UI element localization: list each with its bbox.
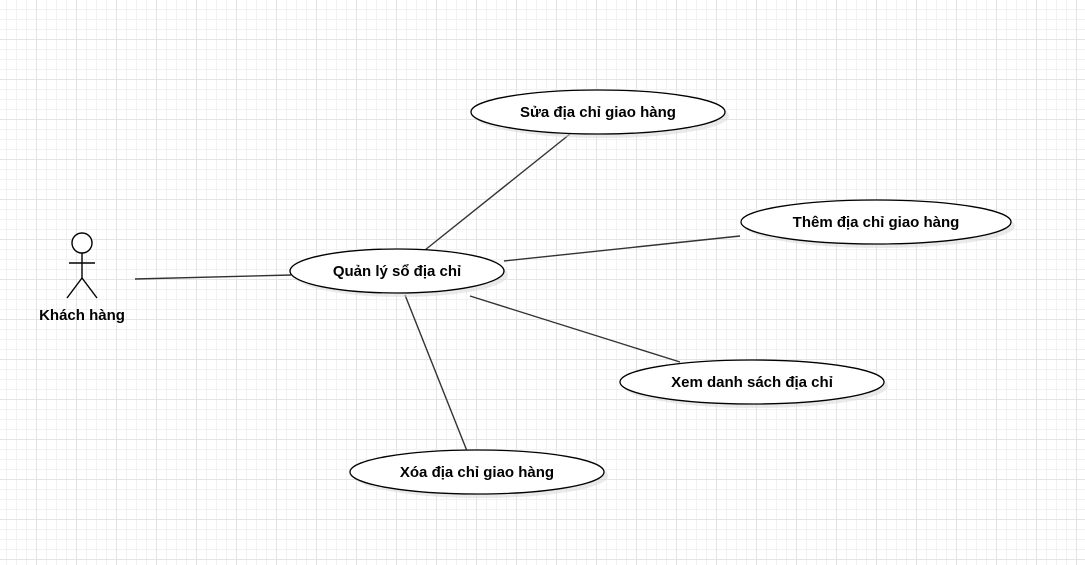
use-case-label: Xem danh sách địa chỉ [671, 374, 833, 391]
use-case-ellipse [289, 248, 505, 294]
use-case-ellipse [470, 89, 726, 135]
association-actor-main[interactable] [134, 274, 292, 280]
use-case-ellipse [740, 199, 1012, 245]
use-case-quan-ly-so-dia-chi[interactable]: Quản lý sổ địa chỉ [289, 248, 508, 297]
use-case-label: Quản lý sổ địa chỉ [333, 263, 461, 280]
use-case-label: Xóa địa chỉ giao hàng [400, 464, 554, 481]
association-main-edit[interactable] [424, 133, 571, 251]
association-main-add[interactable] [503, 235, 741, 262]
use-case-xoa-dia-chi-giao-hang[interactable]: Xóa địa chỉ giao hàng [349, 449, 608, 498]
use-case-label: Sửa địa chỉ giao hàng [520, 104, 676, 121]
use-case-ellipse [349, 449, 605, 495]
association-main-delete[interactable] [404, 294, 468, 452]
use-case-label: Thêm địa chỉ giao hàng [793, 214, 960, 231]
use-case-ellipse [619, 359, 885, 405]
use-case-sua-dia-chi-giao-hang[interactable]: Sửa địa chỉ giao hàng [470, 89, 729, 138]
actor-label: Khách hàng [39, 307, 125, 324]
use-case-xem-danh-sach-dia-chi[interactable]: Xem danh sách địa chỉ [619, 359, 888, 408]
actor-khach-hang[interactable]: Khách hàng [39, 232, 125, 324]
association-main-list[interactable] [469, 295, 681, 363]
use-case-them-dia-chi-giao-hang[interactable]: Thêm địa chỉ giao hàng [740, 199, 1015, 248]
stick-figure-icon [66, 232, 98, 299]
